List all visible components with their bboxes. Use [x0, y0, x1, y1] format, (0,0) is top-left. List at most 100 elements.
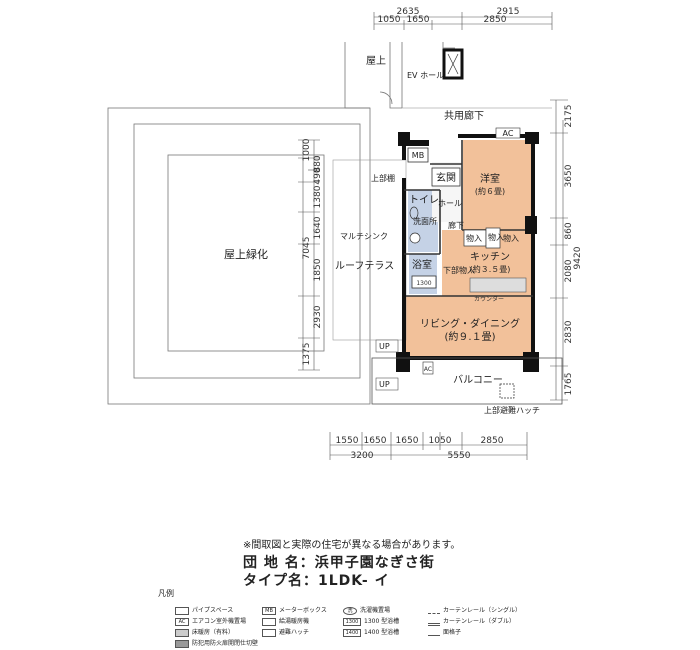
- label-ac-top: AC: [503, 129, 514, 138]
- type-row: タイプ名：1LDK- イ: [243, 570, 390, 590]
- legend-symbol: [175, 639, 189, 648]
- label-washroom: 洗面所: [413, 216, 437, 226]
- dim-left-5: 1640: [313, 216, 323, 239]
- dim-bottom-total-1: 3200: [351, 451, 374, 461]
- ac-unit-balcony: [422, 361, 434, 375]
- legend-symbol: AC: [175, 617, 189, 626]
- legend-title: 凡例: [158, 589, 174, 598]
- label-multi-sink: マルチシンク: [340, 232, 388, 241]
- legend-item-curtain-single: カーテンレール（シングル）: [428, 605, 521, 614]
- type-label: タイプ名：: [243, 573, 318, 589]
- legend-item-partition: 防犯用防火扉開閉仕切壁: [175, 638, 258, 648]
- label-western-room-size: (約６畳): [475, 186, 505, 196]
- dim-bottom-part-3: 1650: [396, 436, 419, 446]
- dim-top-2: 2915: [497, 7, 520, 17]
- dim-top-part-2: 1650: [407, 15, 430, 25]
- legend-item-heater: 給湯暖房機: [262, 616, 309, 626]
- label-escape-hatch: 上部避難ハッチ: [484, 405, 540, 415]
- dim-top-part-1: 1050: [378, 15, 401, 25]
- legend-symbol: [428, 629, 440, 636]
- meter-box: [407, 147, 429, 163]
- legend-symbol: 洗: [343, 606, 357, 615]
- escape-hatch-icon: [499, 383, 515, 399]
- dim-right-4: 2080: [564, 259, 574, 282]
- ac-unit-top: [495, 127, 521, 139]
- label-balcony: バルコニー: [453, 374, 503, 386]
- label-hall: ホール: [438, 199, 462, 208]
- dim-left-total: 7045: [302, 237, 312, 260]
- top-dimensions: [373, 12, 553, 30]
- legend-symbol: [175, 628, 189, 637]
- dim-right-6: 1765: [564, 373, 574, 396]
- legend-symbol: [428, 617, 440, 626]
- legend-symbol: [262, 617, 276, 626]
- disclaimer-note: ※間取図と実際の住宅が異なる場合があります。: [243, 540, 461, 551]
- toilet-icon: [409, 206, 419, 220]
- dim-left-2: 880: [313, 155, 323, 172]
- legend-symbol: [262, 628, 276, 637]
- label-living-size: (約９.１畳): [445, 330, 496, 343]
- label-living: リビング・ダイニング: [420, 317, 520, 330]
- step-up-1: [375, 339, 399, 353]
- dim-left-1: 1000: [302, 138, 312, 161]
- legend-symbol: 1400: [343, 628, 361, 637]
- bathtub: [411, 275, 437, 289]
- label-common-corridor: 共用廊下: [444, 109, 484, 122]
- label-ev-hall: EV ホール: [407, 71, 444, 80]
- dim-right-1: 2175: [564, 105, 574, 128]
- label-mb: MB: [412, 151, 424, 160]
- dim-right-total: 9420: [573, 246, 583, 269]
- label-entrance: 玄関: [436, 171, 456, 184]
- legend-symbol: [428, 607, 440, 614]
- washing-machine-icon: [409, 232, 421, 244]
- label-storage-1: 物入: [466, 233, 482, 243]
- dim-right-2: 3650: [564, 164, 574, 187]
- label-roof-green: 屋上緑化: [224, 247, 268, 261]
- kitchen-counter: [469, 277, 527, 293]
- label-ac-balcony: AC: [424, 366, 432, 373]
- interior-walls: [404, 140, 533, 297]
- entrance-box: [431, 167, 461, 187]
- label-upper-shelf: 上部棚: [371, 173, 395, 183]
- dim-right-3: 860: [564, 222, 574, 239]
- balcony-outline: [371, 357, 563, 405]
- dim-left-6: 1850: [313, 258, 323, 281]
- dim-top-1: 2635: [397, 7, 420, 17]
- label-bath-size: 1300: [416, 280, 431, 287]
- left-dimensions: [298, 139, 320, 371]
- bottom-dimensions: [329, 432, 528, 460]
- label-upper-storage: 下部物入: [443, 265, 475, 275]
- label-bath: 浴室: [412, 258, 432, 271]
- complex-row: 団 地 名：浜甲子園なぎさ街: [243, 552, 435, 572]
- legend-item-floor-heating: 床暖房（有料）: [175, 627, 234, 637]
- legend-item-hatch: 避難ハッチ: [262, 627, 309, 637]
- legend-symbol: 1300: [343, 617, 361, 626]
- ev-shaft: [442, 48, 464, 80]
- label-hallway: 廊下: [448, 220, 464, 230]
- label-up-1: UP: [379, 342, 390, 351]
- step-up-2: [375, 377, 399, 391]
- legend-item-pipe: パイプスペース: [175, 605, 233, 615]
- label-kitchen: キッチン: [470, 251, 510, 263]
- complex-label: 団 地 名：: [243, 555, 315, 571]
- legend-item-grille: 面格子: [428, 627, 461, 636]
- dim-left-3: 490: [313, 167, 323, 184]
- dim-right-5: 2830: [564, 320, 574, 343]
- label-up-2: UP: [379, 380, 390, 389]
- dim-bottom-part-2: 1650: [364, 436, 387, 446]
- roof-green-area: [107, 107, 371, 405]
- roof-terrace-outline: [332, 159, 407, 341]
- dim-left-7: 2930: [313, 305, 323, 328]
- label-counter: カウンター: [474, 295, 504, 303]
- label-western-room: 洋室: [480, 172, 500, 185]
- dim-bottom-part-1: 1550: [336, 436, 359, 446]
- label-roof-terrace: ルーフテラス: [335, 260, 394, 272]
- dim-left-8: 1375: [302, 343, 312, 366]
- legend-symbol: MB: [262, 606, 276, 615]
- wall-posts: [396, 132, 539, 372]
